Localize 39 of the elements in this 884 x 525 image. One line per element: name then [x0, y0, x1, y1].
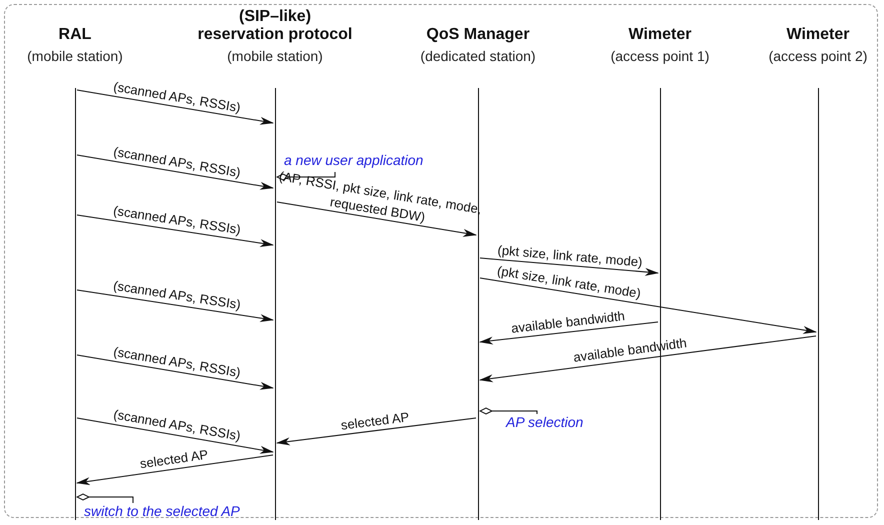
- message-label: (scanned APs, RSSIs): [112, 342, 242, 381]
- annotation-text: a new user application: [284, 152, 424, 168]
- participant-role: (mobile station): [226, 48, 324, 64]
- leader-line: [76, 494, 134, 504]
- participant-name: QoS Manager: [425, 26, 531, 44]
- participant-role: (dedicated station): [419, 48, 537, 64]
- message-label: (scanned APs, RSSIs): [112, 406, 242, 444]
- message-arrow: [76, 454, 274, 486]
- leader-line: [276, 172, 336, 180]
- message-arrow: [479, 336, 816, 382]
- message-arrow: [479, 322, 658, 345]
- message-arrow: [76, 214, 274, 247]
- message-arrow: [76, 90, 274, 125]
- participant-name: Wimeter: [786, 26, 850, 44]
- message-label: (scanned APs, RSSIs): [112, 276, 242, 314]
- annotation-text: AP selection: [506, 414, 584, 430]
- message-label: selected AP: [138, 446, 209, 472]
- leader-line: [480, 408, 538, 414]
- message-arrow: [276, 202, 477, 237]
- message-arrow: [76, 354, 274, 390]
- message-arrow: [480, 258, 659, 276]
- message-arrow: [480, 278, 817, 334]
- message-arrow: [76, 418, 274, 454]
- participant-name: Wimeter: [628, 26, 692, 44]
- message-label: (scanned APs, RSSIs): [112, 202, 242, 238]
- message-label: selected AP: [340, 408, 410, 434]
- message-arrow: [276, 418, 476, 446]
- annotation-text: switch to the selected AP: [84, 503, 240, 519]
- participant-role: (access point 2): [768, 48, 868, 64]
- participant-role: (mobile station): [26, 48, 124, 64]
- message-arrow: [76, 154, 274, 190]
- message-label: available bandwidth: [510, 307, 626, 337]
- message-label: (scanned APs, RSSIs): [112, 78, 242, 116]
- message-label: available bandwidth: [572, 334, 688, 366]
- participant-name: (SIP–like) reservation protocol: [196, 8, 354, 44]
- message-label: (scanned APs, RSSIs): [112, 142, 242, 181]
- participant-role: (access point 1): [610, 48, 710, 64]
- message-arrow: [76, 290, 274, 322]
- participant-name: RAL: [58, 26, 92, 44]
